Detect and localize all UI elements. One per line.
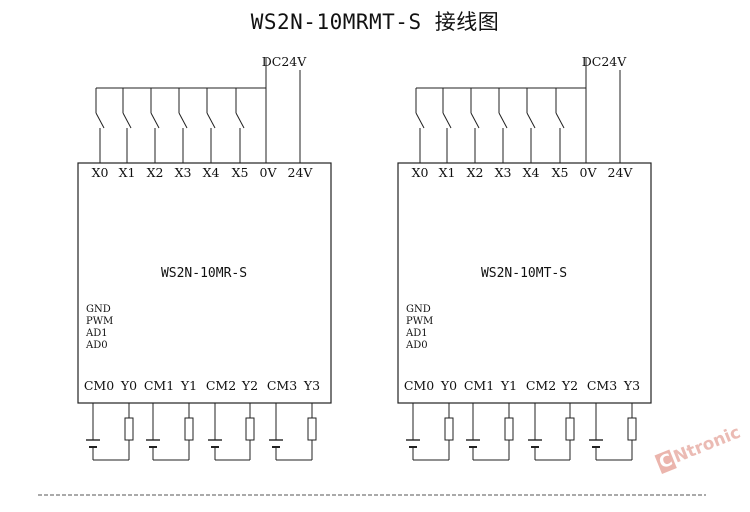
input-terminal-label: X0 xyxy=(412,165,429,180)
side-terminal-label: AD0 xyxy=(85,340,108,351)
supply-label: DC24V xyxy=(582,54,627,69)
input-terminal-label: X2 xyxy=(147,165,164,180)
load-resistor xyxy=(627,417,637,441)
switch-contact xyxy=(555,112,565,129)
output-terminal-label: Y2 xyxy=(241,378,258,393)
output-terminal-label: Y3 xyxy=(623,378,640,393)
load-resistor xyxy=(504,417,514,441)
switch-contact xyxy=(206,112,216,129)
input-terminal-label: X3 xyxy=(175,165,192,180)
side-terminal-label: PWM xyxy=(86,316,113,327)
output-terminal-label: CM3 xyxy=(587,378,617,393)
page-title: WS2N-10MRMT-S 接线图 xyxy=(250,10,500,34)
switch-contact xyxy=(498,112,508,129)
side-terminal-label: AD1 xyxy=(85,328,108,339)
side-terminal-label: AD0 xyxy=(405,340,428,351)
input-terminal-label: X1 xyxy=(119,165,136,180)
output-terminal-label: Y2 xyxy=(561,378,578,393)
output-terminal-label: Y0 xyxy=(440,378,457,393)
output-terminal-label: Y3 xyxy=(303,378,320,393)
switch-contact xyxy=(235,112,245,129)
input-terminal-label: 24V xyxy=(288,165,314,180)
output-terminal-label: CM0 xyxy=(404,378,434,393)
load-resistor xyxy=(124,417,134,441)
load-resistor xyxy=(444,417,454,441)
module-box xyxy=(397,162,652,404)
module-box xyxy=(77,162,332,404)
input-terminal-label: X4 xyxy=(523,165,540,180)
module-name: WS2N-10MR-S xyxy=(161,266,247,281)
output-terminal-label: Y1 xyxy=(500,378,517,393)
switch-contact xyxy=(150,112,160,129)
input-terminal-label: 24V xyxy=(608,165,634,180)
switch-contact xyxy=(122,112,132,129)
load-resistor xyxy=(565,417,575,441)
load-resistor xyxy=(184,417,194,441)
output-terminal-label: CM1 xyxy=(464,378,494,393)
switch-contact xyxy=(470,112,480,129)
output-terminal-label: Y0 xyxy=(120,378,137,393)
output-terminal-label: Y1 xyxy=(180,378,197,393)
side-terminal-label: PWM xyxy=(406,316,433,327)
output-terminal-label: CM1 xyxy=(144,378,174,393)
input-terminal-label: X0 xyxy=(92,165,109,180)
output-terminal-label: CM2 xyxy=(206,378,236,393)
switch-contact xyxy=(178,112,188,129)
input-terminal-label: X5 xyxy=(232,165,249,180)
load-resistor xyxy=(307,417,317,441)
side-terminal-label: GND xyxy=(86,304,111,315)
switch-contact xyxy=(95,112,105,129)
output-terminal-label: CM0 xyxy=(84,378,114,393)
switch-contact xyxy=(415,112,425,129)
side-terminal-label: AD1 xyxy=(405,328,428,339)
switch-contact xyxy=(442,112,452,129)
side-terminal-label: GND xyxy=(406,304,431,315)
input-terminal-label: X2 xyxy=(467,165,484,180)
output-terminal-label: CM2 xyxy=(526,378,556,393)
supply-label: DC24V xyxy=(262,54,307,69)
load-resistor xyxy=(245,417,255,441)
input-terminal-label: X5 xyxy=(552,165,569,180)
module-name: WS2N-10MT-S xyxy=(481,266,567,281)
input-terminal-label: X4 xyxy=(203,165,220,180)
input-terminal-label: X3 xyxy=(495,165,512,180)
switch-contact xyxy=(526,112,536,129)
input-terminal-label: 0V xyxy=(260,165,278,180)
input-terminal-label: 0V xyxy=(580,165,598,180)
output-terminal-label: CM3 xyxy=(267,378,297,393)
input-terminal-label: X1 xyxy=(439,165,456,180)
